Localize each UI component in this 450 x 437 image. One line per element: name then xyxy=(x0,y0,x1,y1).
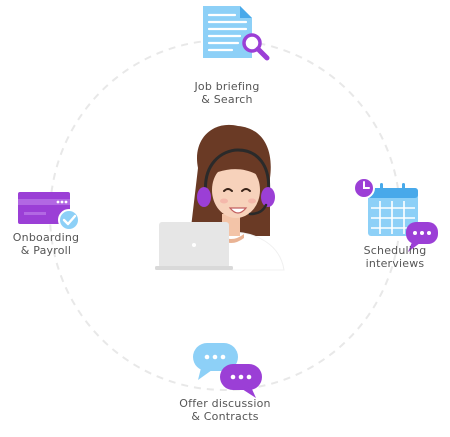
step-label-line: Scheduling xyxy=(363,244,427,257)
step-label-line: & Payroll xyxy=(20,244,72,257)
step-label-onboarding: Onboarding & Payroll xyxy=(0,231,92,257)
headset-icon xyxy=(204,148,271,197)
step-label-line: Offer discussion xyxy=(179,397,271,410)
credit-card-check-icon xyxy=(18,192,80,231)
document-magnifier-icon xyxy=(203,6,270,61)
chat-bubbles-icon xyxy=(193,343,262,398)
step-label-line: & Contracts xyxy=(191,410,259,423)
calendar-clock-chat-icon xyxy=(353,177,438,252)
step-label-line: interviews xyxy=(365,257,425,270)
step-label-line: Onboarding xyxy=(12,231,80,244)
step-label-job-briefing: Job briefing & Search xyxy=(182,80,272,106)
step-label-scheduling: Scheduling interviews xyxy=(352,244,438,270)
step-label-line: & Search xyxy=(201,93,253,106)
recruiter-face xyxy=(212,162,260,218)
step-label-line: Job briefing xyxy=(194,80,260,93)
recruiter-headset-laptop-illustration xyxy=(155,124,285,271)
step-label-offer: Offer discussion & Contracts xyxy=(160,397,290,423)
